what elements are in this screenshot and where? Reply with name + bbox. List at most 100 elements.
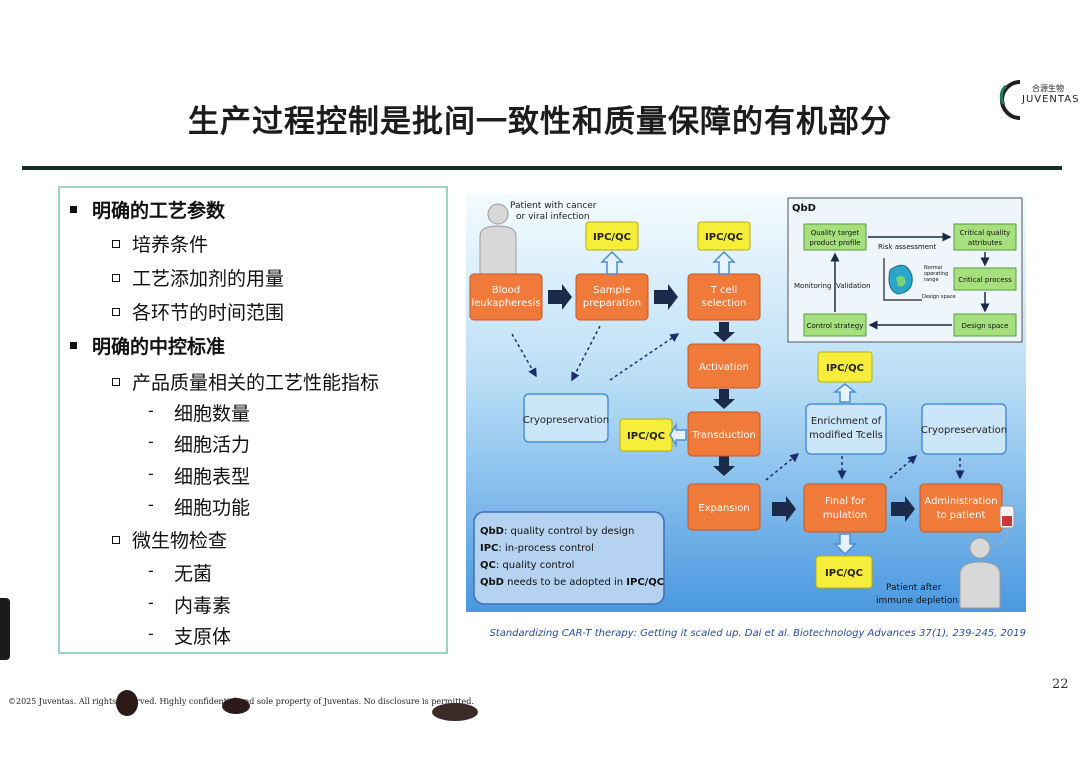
dash-marker: - bbox=[148, 432, 154, 451]
patient-bottom-icon bbox=[959, 537, 1001, 609]
dash-marker: - bbox=[148, 495, 154, 514]
cqa-label-line2: attributes bbox=[968, 239, 1003, 247]
cryopreservation-box-1 bbox=[523, 393, 609, 443]
qbd-arrows bbox=[830, 232, 990, 330]
cryo2-label: Cryopreservation bbox=[921, 425, 1007, 436]
patient-bottom-label-line2: immune depletion bbox=[876, 596, 958, 606]
tcell-label-line2: selection bbox=[702, 298, 747, 309]
bullet-endotoxin: 内毒素 bbox=[174, 595, 232, 617]
car-t-process-diagram: Patient with cancer or viral infection B… bbox=[466, 194, 1026, 612]
legend-box bbox=[473, 511, 665, 605]
administration-label-line2: to patient bbox=[937, 510, 986, 521]
dash-marker: - bbox=[148, 624, 154, 643]
risk-assessment-label: Risk assessment bbox=[878, 243, 936, 251]
qtpp-label-line1: Quality target bbox=[811, 229, 860, 237]
normal-range-line1: Normal bbox=[924, 265, 942, 271]
patient-top-label-line1: Patient with cancer bbox=[510, 201, 597, 211]
cryopreservation-box-2 bbox=[921, 403, 1007, 455]
control-strategy-box bbox=[803, 313, 867, 337]
patient-top-icon bbox=[479, 203, 517, 277]
final-label-line1: Final for bbox=[825, 496, 866, 507]
bullet-cell-viability: 细胞活力 bbox=[174, 434, 251, 456]
ipcqc-sample-box bbox=[585, 221, 639, 251]
design-space-box bbox=[953, 313, 1017, 337]
sub-bullet-marker bbox=[112, 536, 120, 544]
validation-label: Validation bbox=[836, 282, 871, 290]
photo-artifact bbox=[432, 703, 478, 721]
blood-label-line2: leukapheresis bbox=[471, 298, 540, 309]
bullet-mycoplasma: 支原体 bbox=[174, 626, 232, 648]
bullet-culture-conditions: 培养条件 bbox=[132, 234, 209, 256]
cqa-box bbox=[953, 223, 1017, 251]
ipcqc-tcell-label: IPC/QC bbox=[705, 232, 743, 243]
ipcqc-enrichment-label: IPC/QC bbox=[826, 363, 864, 374]
blood-label-line1: Blood bbox=[492, 285, 520, 296]
administration-box bbox=[919, 483, 1003, 533]
ipcqc-final-label: IPC/QC bbox=[825, 568, 863, 579]
photo-artifact bbox=[116, 690, 138, 716]
transduction-box bbox=[687, 411, 761, 457]
bullet-sterility: 无菌 bbox=[174, 563, 213, 585]
transduction-label: Transduction bbox=[691, 430, 756, 441]
ipcqc-tcell-box bbox=[697, 221, 751, 251]
enrichment-box bbox=[805, 403, 887, 455]
sample-label-line1: Sample bbox=[593, 285, 631, 296]
photo-artifact bbox=[222, 698, 250, 714]
up-arrow-enrichment bbox=[832, 383, 858, 403]
final-formulation-box bbox=[803, 483, 887, 533]
left-edge-shadow bbox=[0, 598, 10, 660]
bullet-process-params: 明确的工艺参数 bbox=[92, 200, 226, 222]
legend-line-adopt: QbD needs to be adopted in IPC/QC bbox=[480, 577, 664, 588]
legend-line-ipc: IPC: in-process control bbox=[480, 543, 594, 554]
ipcqc-transduction-label: IPC/QC bbox=[627, 431, 665, 442]
qtpp-label-line2: product profile bbox=[809, 239, 860, 247]
sub-bullet-marker bbox=[112, 308, 120, 316]
title-divider bbox=[22, 166, 1062, 170]
ipcqc-enrichment-box bbox=[817, 351, 873, 383]
activation-box bbox=[687, 343, 761, 389]
logo-english-text: JUVENTAS bbox=[1022, 94, 1080, 105]
bullet-cell-function: 细胞功能 bbox=[174, 497, 251, 519]
dash-marker: - bbox=[148, 401, 154, 420]
bullet-marker bbox=[70, 206, 77, 213]
reference-caption: Standardizing CAR-T therapy: Getting it … bbox=[489, 628, 1026, 639]
sub-bullet-marker bbox=[112, 240, 120, 248]
sample-preparation-box bbox=[575, 273, 649, 321]
enrichment-label-line2: modified Tcells bbox=[809, 430, 883, 441]
tcell-label-line1: T cell bbox=[710, 285, 738, 296]
logo-chinese-text: 合源生物 bbox=[1032, 84, 1064, 93]
administration-label-line1: Administration bbox=[924, 496, 997, 507]
design-space-small-label: Design space bbox=[922, 294, 956, 300]
dash-marker: - bbox=[148, 561, 154, 580]
left-arrow bbox=[669, 422, 687, 448]
bullet-cell-phenotype: 细胞表型 bbox=[174, 466, 251, 488]
normal-range-line3: range bbox=[924, 277, 939, 283]
bullet-cell-count: 细胞数量 bbox=[174, 403, 251, 425]
juventas-logo-icon bbox=[999, 80, 1021, 120]
bullet-time-range: 各环节的时间范围 bbox=[132, 302, 285, 324]
ipcqc-final-box bbox=[815, 555, 873, 589]
critical-process-label: Critical process bbox=[958, 276, 1012, 284]
sub-bullet-marker bbox=[112, 378, 120, 386]
bullet-marker bbox=[70, 342, 77, 349]
bullet-microbial-test: 微生物检查 bbox=[132, 530, 228, 552]
bullet-additive-amount: 工艺添加剂的用量 bbox=[132, 268, 285, 290]
qtpp-box bbox=[803, 223, 867, 251]
dash-marker: - bbox=[148, 464, 154, 483]
dash-marker: - bbox=[148, 593, 154, 612]
bullet-ipc-standards: 明确的中控标准 bbox=[92, 336, 226, 358]
expansion-box bbox=[687, 483, 761, 531]
sample-label-line2: preparation bbox=[583, 298, 641, 309]
expansion-label: Expansion bbox=[698, 503, 750, 514]
qbd-panel-title: QbD bbox=[792, 203, 816, 214]
slide-title: 生产过程控制是批间一致性和质量保障的有机部分 bbox=[188, 104, 892, 140]
legend-line-qc: QC: quality control bbox=[480, 560, 574, 571]
control-strategy-label: Control strategy bbox=[807, 322, 864, 330]
bullet-performance-indicators: 产品质量相关的工艺性能指标 bbox=[132, 372, 380, 394]
dotted-arrows bbox=[511, 325, 965, 481]
monitoring-label: Monitoring bbox=[794, 282, 831, 290]
final-label-line2: mulation bbox=[823, 510, 867, 521]
blood-leukapheresis-box bbox=[469, 273, 543, 321]
critical-process-box bbox=[953, 267, 1017, 291]
page-number: 22 bbox=[1052, 677, 1069, 692]
